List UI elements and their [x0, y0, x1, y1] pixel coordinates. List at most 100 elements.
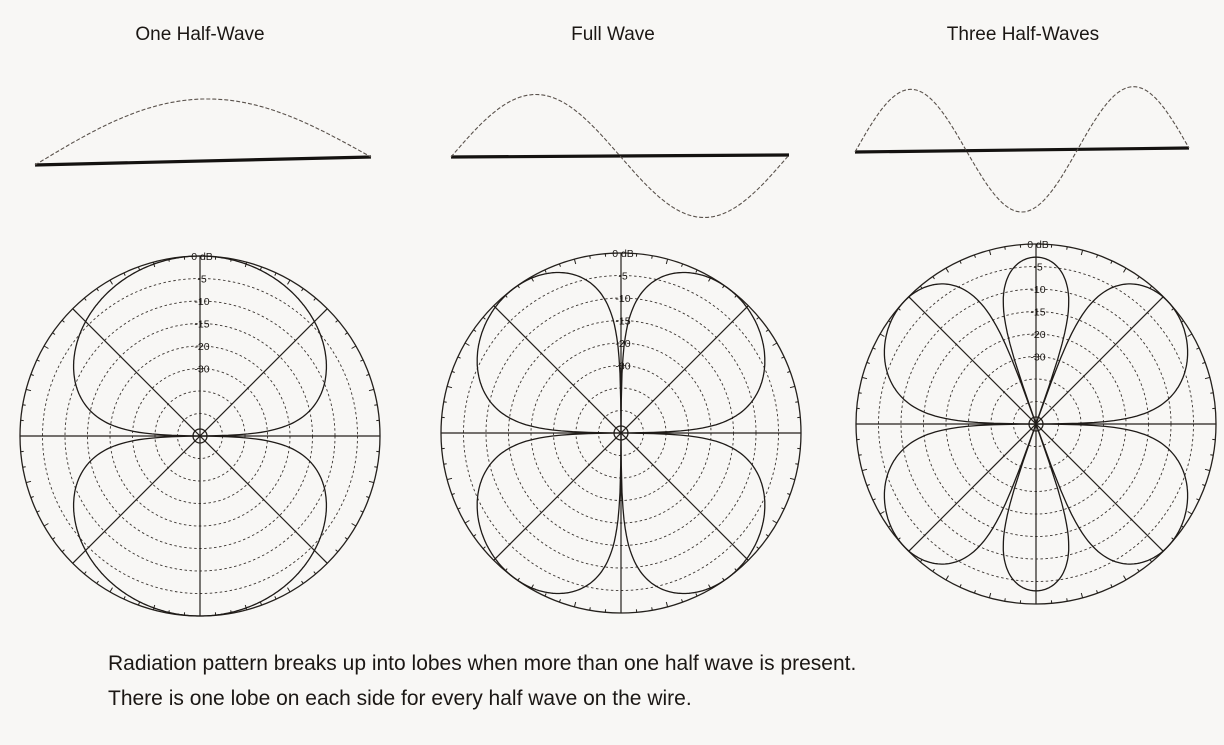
panel-one-half-wave: 0 dB-5-10-15-20-30: [19, 98, 381, 617]
angle-tick: [1187, 511, 1193, 515]
angle-tick: [973, 590, 976, 594]
angle-tick: [109, 587, 113, 593]
angle-tick: [52, 332, 56, 335]
angle-tick: [795, 463, 799, 465]
angle-tick: [123, 272, 126, 276]
antenna-wire: [34, 155, 372, 167]
angle-tick: [446, 385, 453, 389]
radiation-pattern-lobes: [476, 271, 766, 595]
panel-title-three-half-waves: Three Half-Waves: [946, 24, 1100, 45]
angle-tick: [1196, 347, 1200, 350]
angle-tick: [96, 288, 99, 292]
angle-tick: [765, 534, 769, 537]
angle-tick: [932, 568, 935, 572]
angle-tick: [558, 599, 561, 603]
angle-tick: [872, 347, 876, 350]
angle-tick: [323, 308, 328, 313]
db-label: -20: [194, 341, 209, 353]
angle-tick: [973, 254, 976, 258]
angle-tick: [665, 601, 669, 608]
angle-tick: [789, 477, 796, 481]
angle-tick: [464, 520, 470, 524]
angle-tick: [1110, 584, 1113, 588]
angle-tick: [1210, 392, 1214, 394]
panel-full-wave: 0 dB-5-10-15-20-30: [440, 93, 802, 614]
angle-tick: [756, 316, 760, 320]
angle-tick: [1204, 376, 1211, 380]
angle-tick: [866, 361, 870, 364]
angle-tick: [756, 546, 760, 550]
angle-tick: [25, 388, 32, 392]
angle-tick: [789, 385, 796, 389]
angle-tick: [1202, 361, 1206, 364]
caption-line-1: Radiation pattern breaks up into lobes w…: [108, 652, 857, 675]
angle-tick: [1204, 468, 1211, 472]
angle-tick: [123, 596, 126, 600]
antenna-wire: [854, 146, 1190, 154]
angle-tick: [109, 279, 113, 285]
polar-plot: 0 dB-5-10-15-20-30: [855, 239, 1217, 605]
angle-tick: [22, 466, 26, 468]
panel-title-full-wave: Full Wave: [571, 24, 655, 45]
angle-tick: [695, 593, 698, 597]
angle-tick: [25, 480, 32, 484]
angle-tick: [482, 316, 486, 320]
angle-tick: [22, 404, 26, 406]
angle-tick: [374, 404, 378, 406]
angle-tick: [781, 356, 785, 359]
angle-tick: [274, 272, 277, 276]
db-label: -30: [194, 364, 209, 376]
panel-three-half-waves: 0 dB-5-10-15-20-30: [854, 86, 1217, 605]
db-label: -30: [615, 361, 630, 373]
current-distribution-curve: [34, 98, 372, 166]
angle-tick: [945, 575, 949, 581]
angle-tick: [858, 392, 862, 394]
angle-tick: [287, 587, 291, 593]
angle-tick: [335, 549, 339, 553]
angle-tick: [861, 468, 868, 472]
angle-tick: [36, 359, 40, 362]
angle-tick: [959, 584, 962, 588]
angle-tick: [83, 297, 87, 301]
angle-tick: [451, 493, 455, 496]
angle-tick: [260, 266, 263, 270]
db-label: -5: [618, 271, 627, 283]
angle-tick: [1137, 276, 1140, 280]
db-label: -5: [1033, 262, 1042, 274]
angle-tick: [366, 373, 370, 376]
angle-tick: [665, 258, 669, 265]
angle-tick: [795, 401, 799, 403]
db-label: -15: [194, 319, 209, 331]
angle-tick: [366, 496, 370, 499]
angle-tick: [36, 510, 40, 513]
db-label: -10: [1030, 284, 1045, 296]
angle-tick: [473, 329, 477, 332]
angle-tick: [772, 520, 778, 524]
angle-tick: [443, 401, 447, 403]
angle-tick: [446, 477, 453, 481]
polar-plot: 0 dB-5-10-15-20-30: [19, 251, 381, 617]
angle-tick: [43, 345, 49, 349]
angle-tick: [695, 269, 698, 273]
angle-tick: [988, 592, 992, 599]
angle-tick: [287, 279, 291, 285]
angle-tick: [301, 288, 304, 292]
angle-tick: [482, 546, 486, 550]
angle-tick: [1096, 254, 1099, 258]
angle-tick: [932, 276, 935, 280]
angle-tick: [651, 607, 653, 611]
angle-tick: [651, 255, 653, 259]
angle-tick: [544, 269, 547, 273]
angle-tick: [1096, 590, 1099, 594]
angle-tick: [681, 263, 684, 267]
angle-tick: [959, 260, 962, 264]
angle-tick: [1066, 246, 1068, 250]
radiation-pattern-lobes: [883, 256, 1189, 592]
angle-tick: [52, 537, 56, 540]
angle-tick: [1210, 454, 1214, 456]
angle-tick: [573, 258, 577, 265]
angle-tick: [861, 376, 868, 380]
angle-tick: [879, 511, 885, 515]
angle-tick: [1066, 598, 1068, 602]
